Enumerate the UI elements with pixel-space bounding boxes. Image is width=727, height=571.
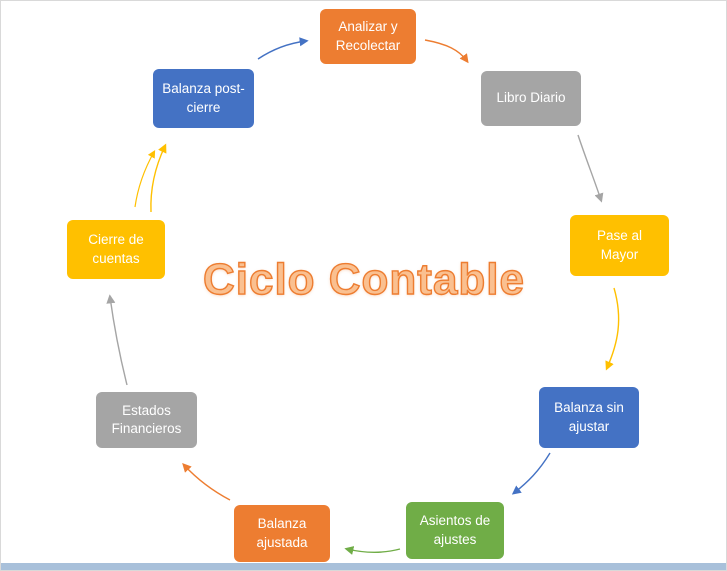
arrow-pase-mayor-to-balanza-sin-ajustar: [605, 287, 620, 371]
arrow-cierre-to-post-cierre-secondary: [134, 149, 156, 208]
arrow-estados-to-cierre: [106, 294, 128, 386]
arrow-balanza-sin-ajustar-to-asientos: [511, 452, 551, 495]
node-balanza-post-cierre: Balanza post-cierre: [153, 69, 254, 128]
node-balanza-ajustada: Balanza ajustada: [234, 505, 330, 562]
arrow-post-cierre-to-analizar: [257, 37, 309, 60]
arrow-balanza-ajustada-to-estados: [182, 462, 231, 501]
window-bottom-edge: [1, 563, 726, 570]
node-estados-financieros: Estados Financieros: [96, 392, 197, 448]
diagram-title: Ciclo Contable: [202, 254, 526, 304]
node-cierre-de-cuentas: Cierre de cuentas: [67, 220, 165, 279]
node-balanza-sin-ajustar: Balanza sin ajustar: [539, 387, 639, 448]
arrow-cierre-to-post-cierre: [150, 143, 167, 213]
node-analizar-y-recolectar: Analizar y Recolectar: [320, 9, 416, 64]
arrow-asientos-to-balanza-ajustada: [344, 546, 401, 555]
arrow-libro-diario-to-pase-mayor: [577, 134, 604, 203]
node-libro-diario: Libro Diario: [481, 71, 581, 126]
node-asientos-de-ajustes: Asientos de ajustes: [406, 502, 504, 559]
node-pase-al-mayor: Pase al Mayor: [570, 215, 669, 276]
arrow-analizar-to-libro-diario: [424, 39, 469, 64]
